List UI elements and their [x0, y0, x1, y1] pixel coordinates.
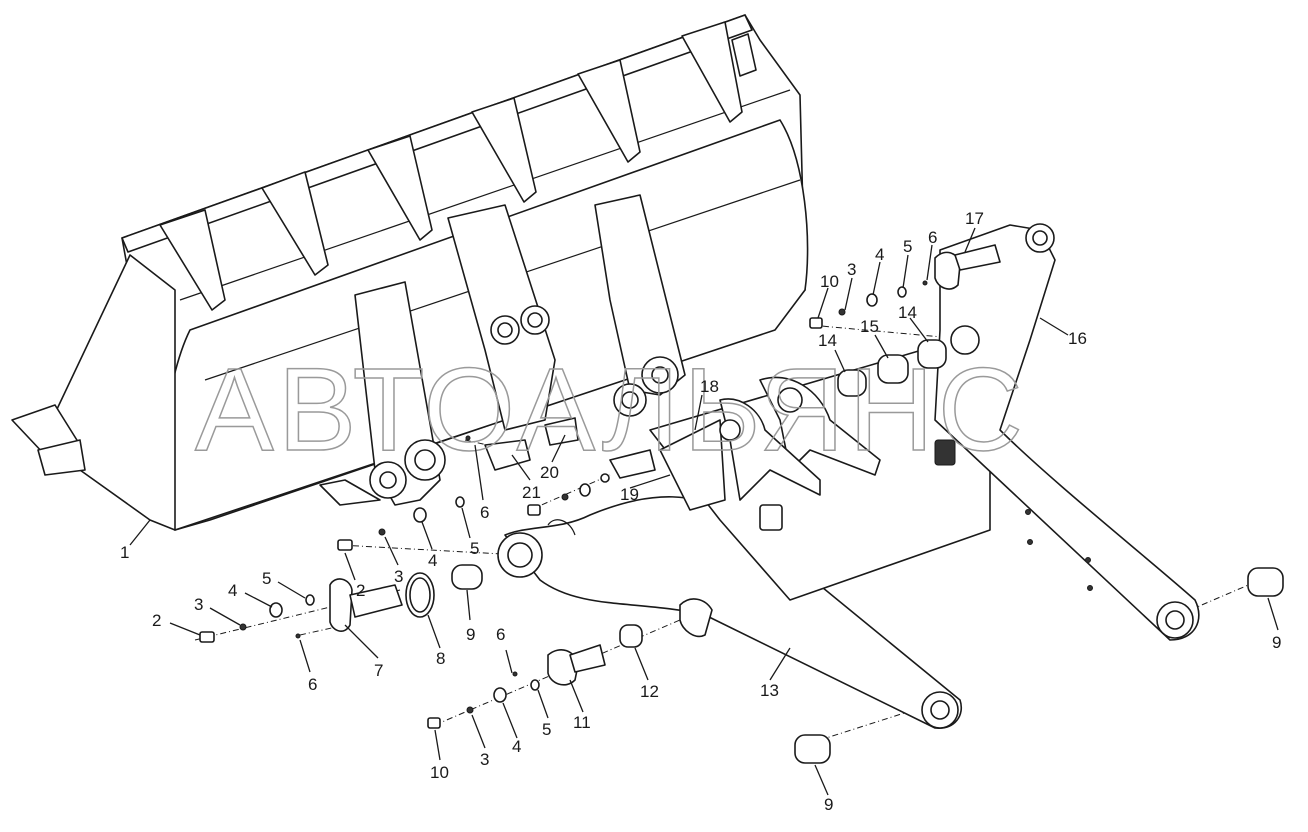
- callout-14: 14: [898, 303, 917, 322]
- callout-6: 6: [308, 675, 317, 694]
- callout-9: 9: [466, 625, 475, 644]
- callout-15: 15: [860, 317, 879, 336]
- callout-5: 5: [903, 237, 912, 256]
- callout-8: 8: [436, 649, 445, 668]
- callout-2: 2: [152, 611, 161, 630]
- leader-lines: [129, 227, 1279, 796]
- lift-arm: [934, 223, 1200, 641]
- callout-10: 10: [820, 272, 839, 291]
- callout-10: 10: [430, 763, 449, 782]
- bucket: [11, 14, 809, 531]
- frame-crossmember: [649, 329, 991, 601]
- callout-5: 5: [542, 720, 551, 739]
- callout-5: 5: [470, 539, 479, 558]
- callout-6: 6: [928, 228, 937, 247]
- callout-6: 6: [480, 503, 489, 522]
- boom-arm: [497, 496, 962, 729]
- callout-19: 19: [620, 485, 639, 504]
- callout-1: 1: [120, 543, 129, 562]
- callout-21: 21: [522, 483, 541, 502]
- callout-5: 5: [262, 569, 271, 588]
- callout-11: 11: [573, 713, 591, 732]
- callout-17: 17: [965, 209, 984, 228]
- callout-2: 2: [356, 581, 365, 600]
- callout-labels: 1 2 3 4 5 6 7 2 3 4 5 8 9 6 21 20 19 18 …: [120, 209, 1281, 814]
- callout-9: 9: [824, 795, 833, 814]
- callout-4: 4: [875, 245, 884, 264]
- watermark-text: АВТОАЛЬЯНС: [195, 344, 1027, 476]
- callout-18: 18: [700, 377, 719, 396]
- callout-6: 6: [496, 625, 505, 644]
- callout-4: 4: [228, 581, 237, 600]
- callout-3: 3: [480, 750, 489, 769]
- callout-3: 3: [194, 595, 203, 614]
- callout-14: 14: [818, 331, 837, 350]
- hardware-parts: [199, 244, 1284, 764]
- callout-13: 13: [760, 681, 779, 700]
- callout-3: 3: [394, 567, 403, 586]
- callout-4: 4: [428, 551, 437, 570]
- callout-4: 4: [512, 737, 521, 756]
- callout-12: 12: [640, 682, 659, 701]
- callout-9: 9: [1272, 633, 1281, 652]
- callout-20: 20: [540, 463, 559, 482]
- callout-16: 16: [1068, 329, 1087, 348]
- callout-7: 7: [374, 661, 383, 680]
- callout-3: 3: [847, 260, 856, 279]
